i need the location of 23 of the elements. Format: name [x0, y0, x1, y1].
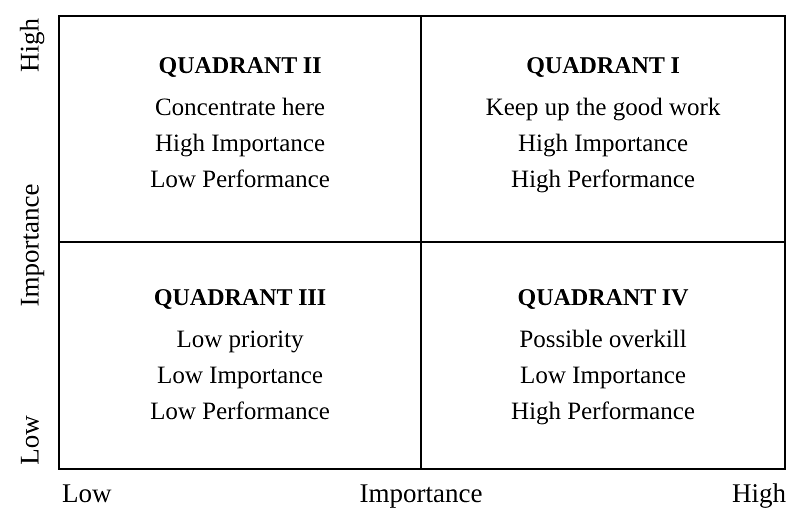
quadrant-text: High Importance — [518, 129, 688, 159]
axis-label: Importance — [14, 184, 46, 306]
quadrant-cell — [60, 17, 422, 242]
axis-label: Importance — [360, 478, 482, 509]
quadrant-text: High Importance — [154, 129, 326, 159]
quadrant-text: High Performance — [511, 396, 695, 426]
quadrant-text: Possible overkill — [519, 324, 687, 354]
quadrant-heading: QUADRANT IV — [518, 284, 688, 312]
quadrant-heading: QUADRANT II — [158, 53, 322, 80]
quadrant-text: Low Importance — [520, 360, 686, 390]
axis-label: Low — [62, 478, 112, 509]
quadrant-heading: QUADRANT III — [154, 284, 326, 312]
quadrant-text: Low Importance — [157, 360, 323, 390]
quadrant-heading: QUADRANT I — [526, 53, 680, 80]
quadrant-text: Concentrate here — [154, 93, 326, 123]
quadrant-text: Low priority — [176, 324, 304, 354]
quadrant-text: Keep up the good work — [486, 93, 720, 123]
quadrant-text: Low Performance — [150, 165, 330, 195]
quadrant-text: Low Performance — [150, 396, 330, 426]
axis-label: High — [14, 18, 46, 72]
axis-label: Low — [14, 415, 46, 465]
quadrant-text: High Performance — [511, 165, 695, 195]
axis-label: High — [732, 478, 786, 509]
